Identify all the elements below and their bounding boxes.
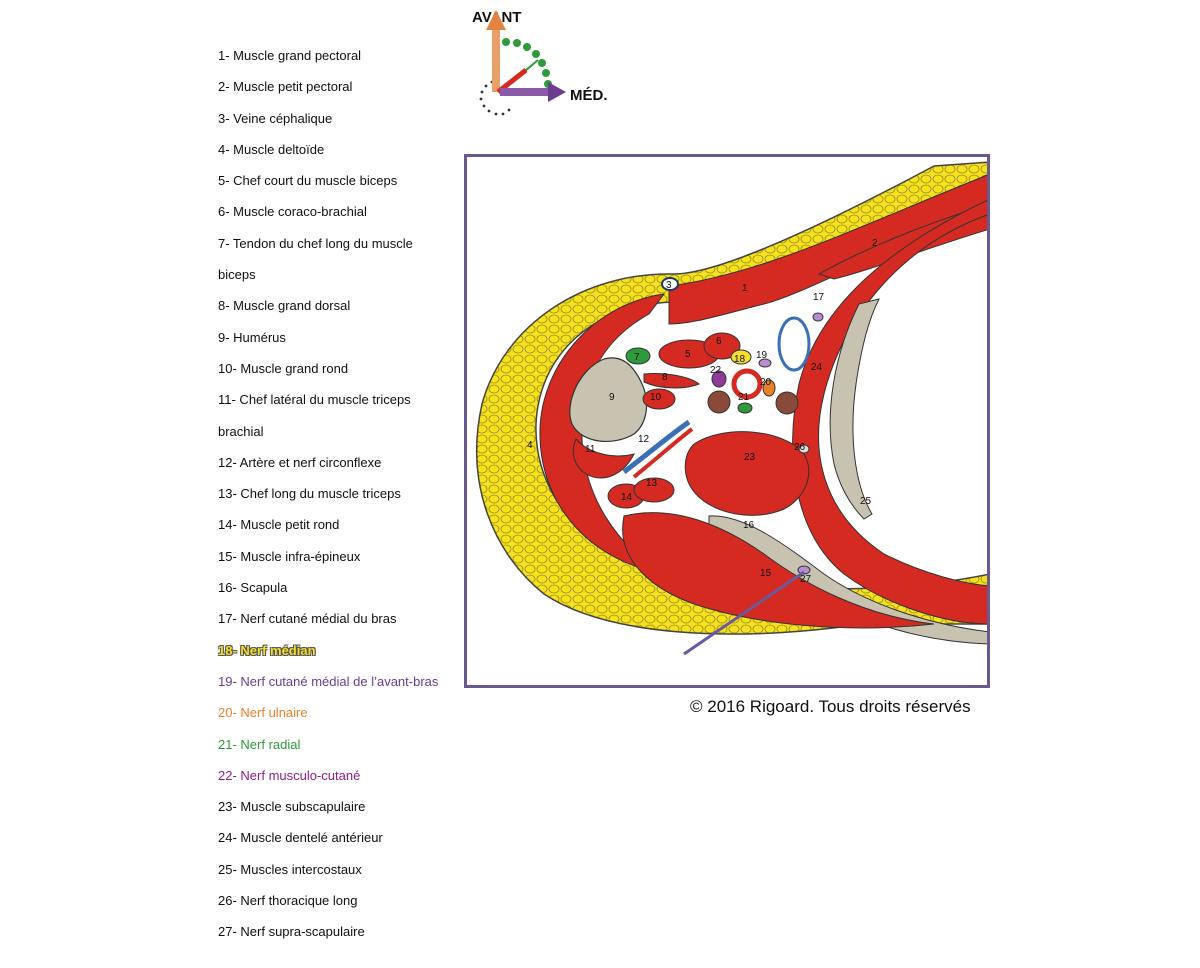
infraspinatus-muscle xyxy=(622,512,935,629)
legend-item: 3- Veine céphalique xyxy=(218,110,333,126)
legend-item: brachial xyxy=(218,423,264,439)
legend-item: 5- Chef court du muscle biceps xyxy=(218,173,398,189)
medial-brachial-cutaneous-nerve xyxy=(812,312,824,322)
fig-label-6: 6 xyxy=(716,336,722,347)
legend-item: 11- Chef latéral du muscle triceps xyxy=(218,392,411,408)
pointer-arrow xyxy=(683,570,805,656)
legend-item: 20- Nerf ulnaire xyxy=(218,705,308,721)
subscapularis-muscle xyxy=(684,431,810,516)
medial-label: MÉD. xyxy=(570,87,608,104)
legend-item: 18- Nerf médian xyxy=(218,642,316,658)
ulnar-nerve xyxy=(762,379,776,397)
legend-item: biceps xyxy=(218,267,256,283)
legend-item: 27- Nerf supra-scapulaire xyxy=(218,924,365,940)
fig-label-25: 25 xyxy=(860,496,872,507)
legend-item: 25- Muscles intercostaux xyxy=(218,861,362,877)
musculocutaneous-nerve xyxy=(711,370,727,388)
suprascapular-nerve xyxy=(797,565,811,575)
fig-label-24: 24 xyxy=(811,362,823,373)
fig-label-3: 3 xyxy=(666,280,672,291)
fig-label-10: 10 xyxy=(650,392,662,403)
legend-item: 24- Muscle dentelé antérieur xyxy=(218,830,383,846)
legend-list: 1- Muscle grand pectoral 2- Muscle petit … xyxy=(218,40,438,948)
legend-item: 7- Tendon du chef long du muscle xyxy=(218,235,413,251)
axillary-artery xyxy=(731,368,763,400)
anatomical-cross-section: 1 2 3 4 5 6 7 8 9 10 11 12 13 14 15 16 1… xyxy=(464,154,990,688)
legend-item: 19- Nerf cutané médial de l’avant-bras xyxy=(218,673,439,689)
fig-label-15: 15 xyxy=(760,568,772,579)
teres-major-muscle xyxy=(642,388,676,410)
fig-label-27: 27 xyxy=(800,574,812,585)
circumflex-artery xyxy=(622,419,691,474)
copyright-notice: © 2016 Rigoard. Tous droits réservés xyxy=(690,697,971,716)
fig-label-13: 13 xyxy=(646,478,658,489)
radial-nerve xyxy=(737,402,753,414)
legend-item: 6- Muscle coraco-brachial xyxy=(218,204,367,220)
lymph-node xyxy=(707,390,731,414)
fig-label-19: 19 xyxy=(756,350,768,361)
legend-item: 2- Muscle petit pectoral xyxy=(218,79,353,95)
fig-label-17: 17 xyxy=(813,292,825,303)
legend-item: 21- Nerf radial xyxy=(218,736,301,752)
median-nerve xyxy=(730,349,752,365)
legend-item: 14- Muscle petit rond xyxy=(218,517,340,533)
fig-label-26: 26 xyxy=(794,442,806,453)
fig-label-7: 7 xyxy=(634,352,640,363)
legend-item: 22- Nerf musculo-cutané xyxy=(218,767,361,783)
fig-label-9: 9 xyxy=(609,392,615,403)
fig-label-18: 18 xyxy=(734,354,746,365)
fig-label-2: 2 xyxy=(872,238,878,249)
medial-antebrachial-cutaneous-nerve xyxy=(758,358,772,368)
legend-item: 1- Muscle grand pectoral xyxy=(218,48,362,63)
fig-label-16: 16 xyxy=(743,520,755,531)
orientation-compass: AVANT MÉD. xyxy=(472,9,608,116)
fig-label-1: 1 xyxy=(742,283,748,294)
fig-label-22: 22 xyxy=(710,365,722,376)
coracobrachialis-muscle xyxy=(703,332,741,360)
triceps-lateral-head-muscle xyxy=(572,438,635,479)
fig-label-11: 11 xyxy=(585,444,596,455)
fig-label-21: 21 xyxy=(738,392,750,403)
legend-item: 12- Artère et nerf circonflexe xyxy=(218,454,382,470)
fig-label-4: 4 xyxy=(527,440,533,451)
fig-label-5: 5 xyxy=(685,349,691,360)
legend-item: 17- Nerf cutané médial du bras xyxy=(218,611,397,627)
legend-item: 16- Scapula xyxy=(218,580,288,596)
rotation-dots-icon xyxy=(479,38,552,116)
fig-label-14: 14 xyxy=(621,492,633,503)
long-thoracic-nerve xyxy=(798,444,810,454)
legend-item: 23- Muscle subscapulaire xyxy=(218,799,366,815)
fig-label-12: 12 xyxy=(638,434,650,445)
legend-item: 26- Nerf thoracique long xyxy=(218,893,358,909)
figure-frame xyxy=(464,154,990,688)
cephalic-vein xyxy=(661,277,679,291)
triceps-long-head-muscle xyxy=(633,477,675,503)
humerus-bone xyxy=(569,357,648,442)
lymph-node xyxy=(775,391,799,415)
latissimus-dorsi-muscle xyxy=(643,373,700,389)
axillary-vein xyxy=(777,316,811,372)
rib-bone xyxy=(829,298,880,520)
legend-item: 13- Chef long du muscle triceps xyxy=(218,486,401,502)
biceps-long-head-tendon xyxy=(625,347,651,365)
fig-label-23: 23 xyxy=(744,452,756,463)
legend-item: 15- Muscle infra-épineux xyxy=(218,548,361,564)
legend-item: 9- Humérus xyxy=(218,329,286,345)
fig-label-8: 8 xyxy=(662,372,668,383)
legend-item: 4- Muscle deltoïde xyxy=(218,141,325,157)
fig-label-20: 20 xyxy=(760,377,772,388)
orientation-arrows-icon xyxy=(486,10,566,102)
legend-item: 8- Muscle grand dorsal xyxy=(218,298,351,314)
circumflex-nerve xyxy=(632,427,694,479)
legend-item: 10- Muscle grand rond xyxy=(218,360,349,376)
